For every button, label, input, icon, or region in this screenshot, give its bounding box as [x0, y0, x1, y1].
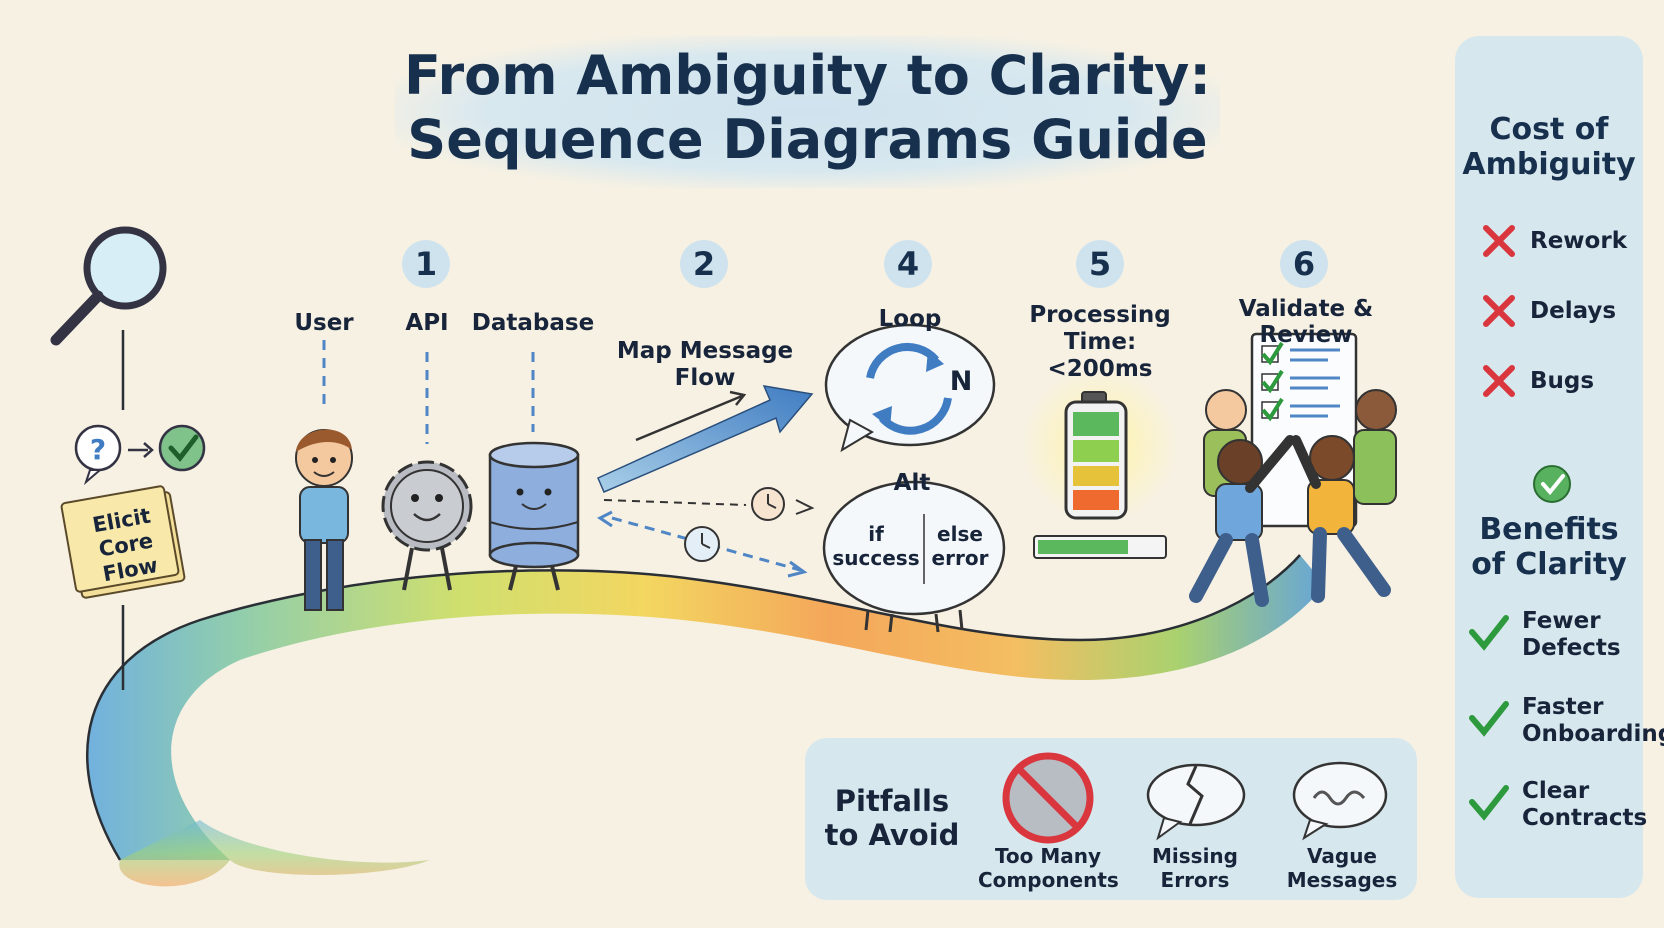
cost-of-ambiguity-heading: Cost of Ambiguity	[1460, 112, 1638, 182]
participant-database: Database	[471, 310, 595, 336]
lifelines	[322, 340, 535, 444]
loop-count: N	[949, 366, 973, 397]
cost-heading-line-1: Cost of	[1489, 112, 1609, 147]
map-line-1: Map Message	[616, 338, 794, 364]
alt-bubble	[822, 480, 1006, 633]
loop-bubble	[824, 323, 996, 453]
step-number-1: 1	[402, 240, 450, 288]
alt-else-branch: else error	[928, 522, 992, 570]
processing-time-label: Processing Time: <200ms	[1010, 302, 1190, 383]
pitfalls-heading-line-1: Pitfalls	[834, 784, 950, 818]
processing-line-2: Time: <200ms	[1047, 329, 1153, 382]
participant-api: API	[405, 310, 449, 336]
benefit-1-line-2: Defects	[1522, 635, 1621, 661]
title-line-1: From Ambiguity to Clarity:	[404, 44, 1211, 107]
return-arrows	[597, 487, 815, 578]
benefit-fewer-defects: Fewer Defects	[1522, 608, 1621, 662]
pitfall-1-line-2: Components	[978, 868, 1119, 892]
step-number-4: 4	[884, 240, 932, 288]
pitfall-3-line-1: Vague	[1307, 844, 1377, 868]
pitfall-2-line-2: Errors	[1160, 868, 1230, 892]
message-flow-arrow	[597, 385, 814, 493]
alt-label: Alt	[893, 470, 931, 496]
team-figures	[1189, 389, 1397, 607]
alt-if-branch: if success	[832, 522, 920, 570]
map-line-2: Flow	[674, 365, 736, 391]
gear-icon	[381, 460, 473, 591]
pitfall-3-line-2: Messages	[1286, 868, 1398, 892]
benefits-of-clarity-heading: Benefits of Clarity	[1460, 512, 1638, 582]
validate-review-label: Validate & Review	[1238, 296, 1374, 348]
benefit-1-line-1: Fewer	[1522, 608, 1601, 634]
alt-else-line-2: error	[931, 546, 989, 570]
benefit-faster-onboarding: Faster Onboarding	[1522, 694, 1664, 748]
svg-text:?: ?	[90, 433, 106, 466]
processing-line-1: Processing	[1029, 302, 1171, 328]
benefit-clear-contracts: Clear Contracts	[1522, 778, 1647, 832]
notepad-icon	[60, 485, 186, 599]
user-figure	[295, 429, 353, 611]
progress-bar	[1033, 535, 1167, 559]
pitfalls-heading-line-2: to Avoid	[824, 818, 960, 852]
magnifier-icon	[50, 226, 167, 690]
cost-rework: Rework	[1530, 228, 1627, 254]
alt-if-line-1: if	[868, 522, 884, 546]
benefits-heading-line-1: Benefits	[1479, 512, 1619, 547]
participant-user: User	[294, 310, 354, 336]
pitfall-1-line-1: Too Many	[994, 844, 1102, 868]
benefits-heading-line-2: of Clarity	[1471, 547, 1627, 582]
cost-heading-line-2: Ambiguity	[1462, 147, 1636, 182]
pitfall-too-many-components: Too Many Components	[978, 844, 1119, 892]
step-number-2: 2	[680, 240, 728, 288]
title-line-2: Sequence Diagrams Guide	[407, 108, 1208, 171]
benefit-2-line-2: Onboarding	[1522, 721, 1664, 747]
loop-label: Loop	[878, 306, 942, 332]
question-to-check-icon: ?	[74, 424, 206, 486]
page-title: From Ambiguity to Clarity: Sequence Diag…	[395, 44, 1220, 172]
benefit-3-line-1: Clear	[1522, 778, 1590, 804]
map-message-flow-label: Map Message Flow	[610, 338, 800, 392]
cost-delays: Delays	[1530, 298, 1617, 324]
cost-bugs: Bugs	[1530, 368, 1595, 394]
alt-if-line-2: success	[832, 546, 920, 570]
battery-icon	[1022, 367, 1178, 523]
winding-road	[86, 554, 1325, 887]
step-number-5: 5	[1076, 240, 1124, 288]
benefit-2-line-1: Faster	[1522, 694, 1604, 720]
step-number-6: 6	[1280, 240, 1328, 288]
database-icon	[488, 441, 580, 591]
pitfall-missing-errors: Missing Errors	[1140, 844, 1250, 892]
alt-else-line-1: else	[937, 522, 983, 546]
pitfalls-heading: Pitfalls to Avoid	[822, 784, 962, 852]
pitfall-vague-messages: Vague Messages	[1282, 844, 1402, 892]
title-banner	[395, 36, 1220, 188]
benefit-3-line-2: Contracts	[1522, 805, 1648, 831]
checklist-board	[1250, 332, 1358, 528]
pitfall-2-line-1: Missing	[1152, 844, 1238, 868]
